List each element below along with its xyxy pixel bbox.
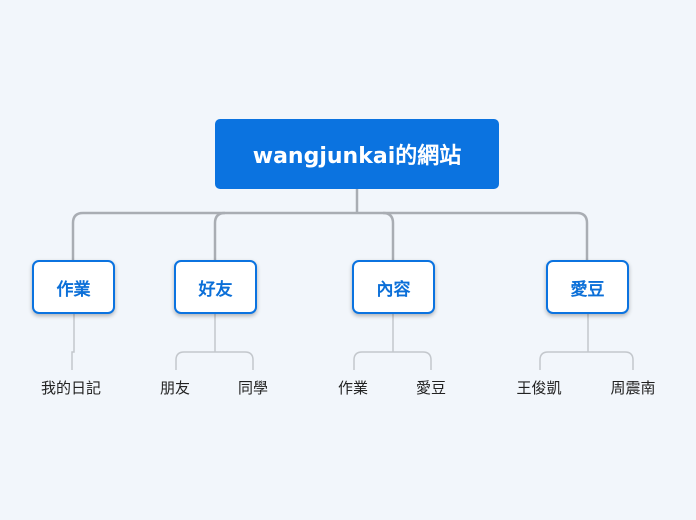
leaf-node-wang-junkai[interactable]: 王俊凱: [516, 379, 562, 397]
leaf-node-idol[interactable]: 愛豆: [415, 379, 447, 397]
branch-node-idol[interactable]: 愛豆: [546, 260, 629, 314]
leaf-node-classmate[interactable]: 同學: [237, 379, 269, 397]
leaf-node-homework[interactable]: 作業: [337, 379, 369, 397]
branch-1-leaf-connector: [71, 314, 75, 370]
branch-node-content[interactable]: 內容: [352, 260, 435, 314]
branch-node-label: 愛豆: [570, 279, 605, 300]
branch-4-leaf-connector: [539, 314, 634, 370]
branch-node-label: 好友: [198, 279, 233, 300]
leaf-node-zhou-zhennan[interactable]: 周震南: [610, 379, 656, 397]
branch-3-leaf-connector: [353, 314, 432, 370]
branch-node-label: 內容: [376, 279, 411, 300]
branch-2-leaf-connector: [175, 314, 254, 370]
branch-3-drop-connector: [382, 211, 395, 260]
leaf-node-friend[interactable]: 朋友: [159, 379, 191, 397]
branch-node-friends[interactable]: 好友: [174, 260, 257, 314]
branch-2-drop-connector: [213, 211, 226, 260]
branch-node-label: 作業: [56, 279, 91, 300]
branch-node-homework[interactable]: 作業: [32, 260, 115, 314]
root-bus-connector: [71, 211, 589, 260]
root-node-label: wangjunkai的網站: [252, 144, 462, 169]
root-node[interactable]: wangjunkai的網站: [215, 119, 499, 189]
leaf-node-diary[interactable]: 我的日記: [40, 379, 102, 397]
